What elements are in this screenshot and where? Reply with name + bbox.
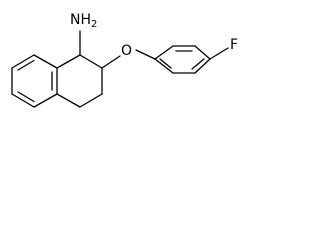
- bond-fp-inner2: [191, 58, 205, 70]
- bond-o-ar: [135, 49, 156, 60]
- bond-fp3: [194, 45, 211, 60]
- amine-label-main: NH: [70, 12, 91, 28]
- amine-label: NH2: [70, 12, 97, 30]
- bond-ar1: [11, 54, 35, 69]
- bond-ar-inner3: [17, 91, 35, 103]
- structure-diagram: NH2 O F: [11, 12, 238, 108]
- bond-network: [11, 30, 229, 108]
- oxygen-label: O: [121, 43, 132, 59]
- bond-ar2: [33, 54, 58, 69]
- bond-sat5: [56, 93, 81, 108]
- fluorine-label: F: [230, 37, 238, 53]
- bond-c-o: [101, 55, 121, 69]
- bond-sat4: [79, 93, 103, 108]
- bond-fp6: [154, 58, 174, 74]
- bond-fp4: [194, 58, 211, 74]
- bond-c-f: [209, 47, 229, 60]
- bond-fp-inner3: [159, 58, 172, 69]
- bond-sat2: [79, 54, 103, 69]
- bond-ar5: [11, 93, 35, 108]
- amine-label-subscript: 2: [91, 19, 97, 30]
- bond-sat1: [56, 54, 81, 69]
- bond-ar4: [33, 93, 58, 108]
- bond-fp1: [154, 45, 174, 60]
- bond-ar-inner1: [17, 59, 35, 71]
